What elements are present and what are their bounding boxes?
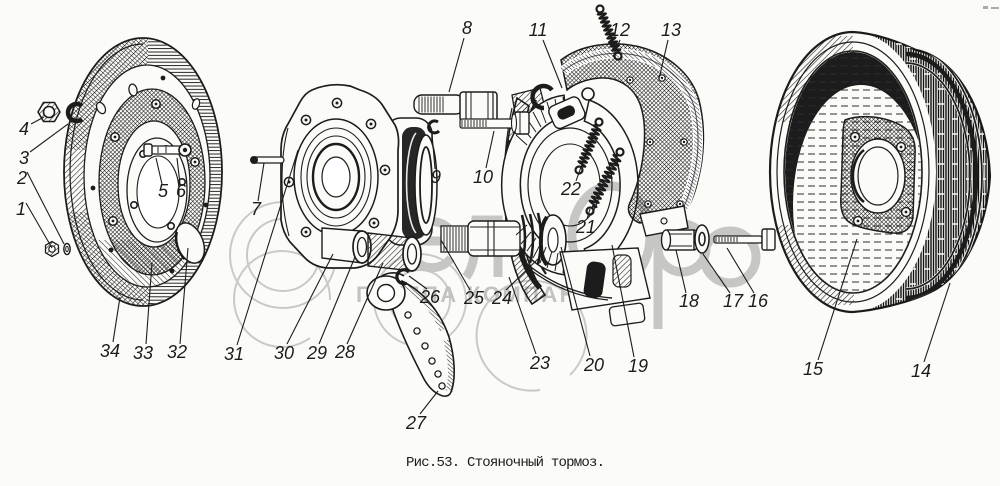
svg-text:1: 1	[16, 199, 26, 219]
svg-text:16: 16	[748, 291, 769, 311]
svg-text:24: 24	[491, 288, 512, 308]
svg-text:10: 10	[473, 167, 493, 187]
svg-text:5: 5	[158, 181, 169, 201]
svg-text:7: 7	[251, 199, 262, 219]
svg-text:26: 26	[419, 287, 441, 307]
svg-text:33: 33	[133, 343, 153, 363]
svg-text:3: 3	[19, 148, 29, 168]
svg-text:Рис.53. Стояночный тормоз.: Рис.53. Стояночный тормоз.	[406, 454, 605, 471]
svg-text:34: 34	[100, 341, 120, 361]
svg-text:12: 12	[610, 20, 630, 40]
svg-text:25: 25	[463, 288, 485, 308]
svg-text:4: 4	[19, 119, 29, 139]
svg-text:9: 9	[431, 167, 441, 187]
svg-text:14: 14	[911, 361, 931, 381]
svg-text:27: 27	[405, 413, 427, 433]
svg-text:32: 32	[167, 342, 187, 362]
svg-text:2: 2	[16, 168, 27, 188]
svg-text:11: 11	[529, 20, 548, 40]
svg-text:15: 15	[803, 359, 824, 379]
svg-text:29: 29	[306, 343, 327, 363]
svg-text:17: 17	[723, 291, 744, 311]
svg-text:30: 30	[274, 343, 294, 363]
svg-text:31: 31	[224, 344, 244, 364]
svg-text:23: 23	[529, 353, 550, 373]
svg-text:6: 6	[176, 181, 187, 201]
svg-text:8: 8	[462, 18, 472, 38]
svg-text:18: 18	[679, 291, 699, 311]
svg-text:13: 13	[661, 20, 681, 40]
svg-text:22: 22	[560, 179, 581, 199]
svg-text:19: 19	[628, 356, 648, 376]
svg-text:20: 20	[583, 355, 604, 375]
svg-text:21: 21	[575, 217, 596, 237]
svg-text:28: 28	[334, 342, 355, 362]
